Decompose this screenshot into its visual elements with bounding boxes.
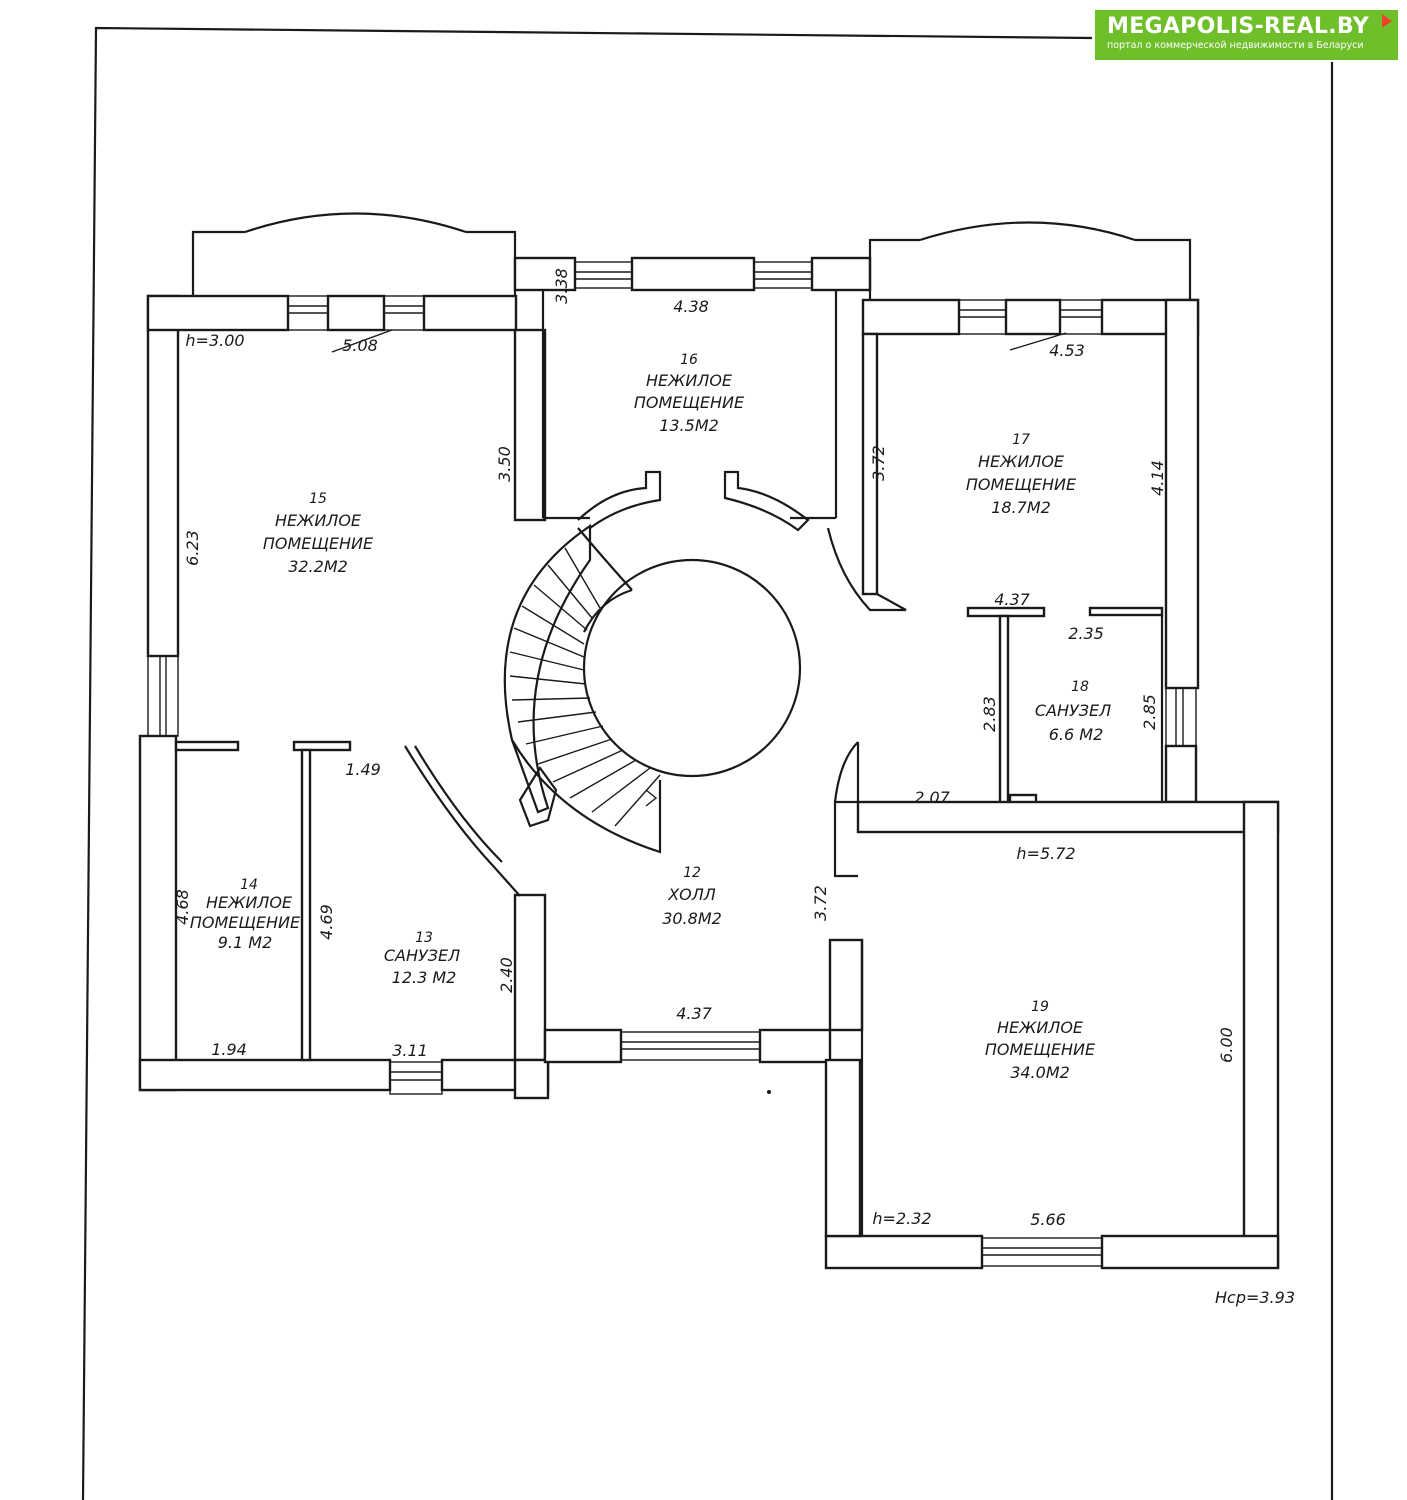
svg-text:19: 19 [1031,999,1049,1015]
svg-text:6.6 М2: 6.6 М2 [1049,725,1104,744]
svg-text:32.2М2: 32.2М2 [288,557,348,576]
svg-text:ПОМЕЩЕНИЕ: ПОМЕЩЕНИЕ [263,534,374,553]
svg-text:12.3 М2: 12.3 М2 [392,968,457,987]
svg-text:4.69: 4.69 [317,904,336,940]
svg-text:ПОМЕЩЕНИЕ: ПОМЕЩЕНИЕ [190,913,301,932]
svg-text:2.35: 2.35 [1068,624,1104,643]
sheet-frame [81,26,1093,1500]
hall-walls [543,741,864,1064]
spiral-staircase [503,523,802,854]
right-top-walls [826,221,1200,808]
svg-text:НЕЖИЛОЕ: НЕЖИЛОЕ [275,511,362,530]
svg-text:1.49: 1.49 [345,760,381,779]
svg-text:34.0М2: 34.0М2 [1010,1063,1070,1082]
svg-text:Hср=3.93: Hср=3.93 [1215,1288,1295,1307]
svg-text:h=3.00: h=3.00 [185,331,244,350]
middle-top-walls [513,256,872,532]
svg-text:3.72: 3.72 [869,445,888,481]
svg-text:ПОМЕЩЕНИЕ: ПОМЕЩЕНИЕ [985,1040,1096,1059]
svg-text:ПОМЕЩЕНИЕ: ПОМЕЩЕНИЕ [634,393,745,412]
svg-text:14: 14 [240,877,258,893]
svg-text:15: 15 [309,491,327,507]
logo-triangle-icon [1382,14,1392,28]
svg-text:4.68: 4.68 [173,889,192,925]
svg-text:НЕЖИЛОЕ: НЕЖИЛОЕ [997,1018,1084,1037]
svg-text:9.1 М2: 9.1 М2 [218,933,273,952]
right-bottom-walls [824,800,1280,1270]
room-18-label: 18 САНУЗЕЛ 6.6 М2 [1035,679,1111,744]
svg-text:САНУЗЕЛ: САНУЗЕЛ [384,946,460,965]
svg-text:ПОМЕЩЕНИЕ: ПОМЕЩЕНИЕ [966,475,1077,494]
svg-text:САНУЗЕЛ: САНУЗЕЛ [1035,701,1111,720]
svg-text:НЕЖИЛОЕ: НЕЖИЛОЕ [646,371,733,390]
room-19-label: 19 НЕЖИЛОЕ ПОМЕЩЕНИЕ 34.0М2 [985,999,1096,1082]
room-13-label: 13 САНУЗЕЛ 12.3 М2 [384,930,460,987]
svg-text:5.08: 5.08 [342,336,378,355]
svg-text:4.38: 4.38 [673,297,709,316]
svg-text:2.40: 2.40 [497,957,516,993]
room-12-label: 12 ХОЛЛ 30.8М2 [662,865,722,928]
svg-text:3.50: 3.50 [495,446,514,482]
svg-text:4.14: 4.14 [1148,460,1167,496]
pen-dot [767,1090,771,1094]
svg-text:4.37: 4.37 [994,590,1030,609]
svg-text:18.7М2: 18.7М2 [991,498,1051,517]
svg-text:1.94: 1.94 [211,1040,247,1059]
logo-subtitle: портал о коммерческой недвижимости в Бел… [1107,40,1364,51]
left-block-walls [138,212,550,1100]
svg-text:ХОЛЛ: ХОЛЛ [667,885,716,904]
svg-text:2.85: 2.85 [1140,694,1159,730]
svg-text:30.8М2: 30.8М2 [662,909,722,928]
svg-text:3.72: 3.72 [811,885,830,921]
svg-text:4.53: 4.53 [1049,341,1085,360]
logo-title: MEGAPOLIS-REAL.BY [1107,14,1369,39]
room-16-label: 16 НЕЖИЛОЕ ПОМЕЩЕНИЕ 13.5М2 [634,352,745,435]
svg-text:3.11: 3.11 [392,1041,428,1060]
svg-text:2.83: 2.83 [980,696,999,732]
svg-text:4.37: 4.37 [676,1004,712,1023]
svg-text:НЕЖИЛОЕ: НЕЖИЛОЕ [978,452,1065,471]
megapolis-logo[interactable]: MEGAPOLIS-REAL.BY портал о коммерческой … [1095,10,1398,60]
svg-text:3.38: 3.38 [552,268,571,304]
dimension-labels: h=3.00 5.08 4.38 4.53 3.38 3.50 3.72 4.1… [173,268,1295,1307]
svg-text:12: 12 [683,865,701,881]
room-17-label: 17 НЕЖИЛОЕ ПОМЕЩЕНИЕ 18.7М2 [966,432,1077,517]
svg-text:13.5М2: 13.5М2 [659,416,719,435]
room-15-label: 15 НЕЖИЛОЕ ПОМЕЩЕНИЕ 32.2М2 [263,491,374,576]
svg-text:НЕЖИЛОЕ: НЕЖИЛОЕ [206,893,293,912]
svg-text:17: 17 [1012,432,1030,448]
svg-text:6.23: 6.23 [183,530,202,566]
svg-text:18: 18 [1071,679,1089,695]
svg-text:2.07: 2.07 [914,788,950,807]
svg-text:h=2.32: h=2.32 [872,1209,931,1228]
svg-text:h=5.72: h=5.72 [1016,844,1075,863]
svg-text:13: 13 [415,930,433,946]
svg-text:5.66: 5.66 [1030,1210,1066,1229]
svg-text:6.00: 6.00 [1217,1027,1236,1063]
svg-text:16: 16 [680,352,698,368]
room-14-label: 14 НЕЖИЛОЕ ПОМЕЩЕНИЕ 9.1 М2 [190,877,301,952]
